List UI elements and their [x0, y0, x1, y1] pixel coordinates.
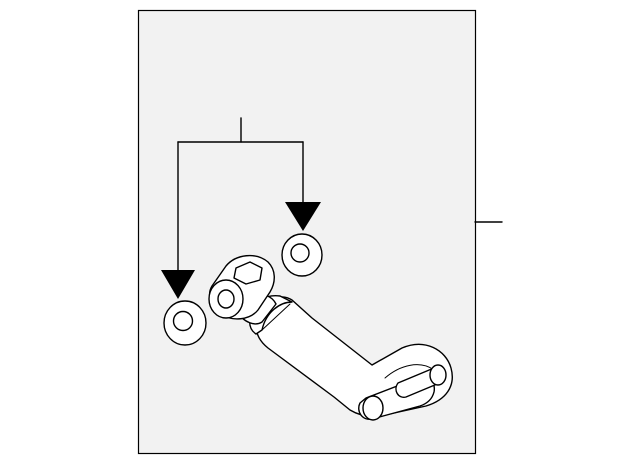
pipe-assembly — [208, 255, 453, 421]
arrowhead-right — [285, 202, 321, 231]
arrowhead-left — [161, 270, 195, 299]
washer-callout — [161, 117, 321, 299]
washer-upper — [281, 233, 323, 277]
washer-lower — [163, 300, 207, 346]
